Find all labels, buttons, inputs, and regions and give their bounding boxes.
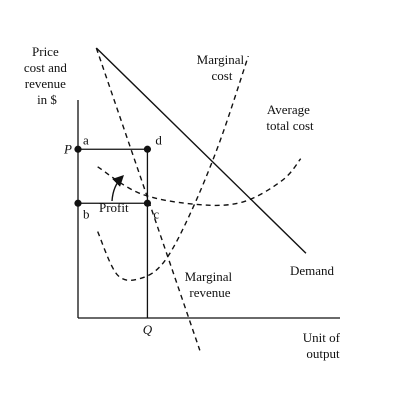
mr-label-line-1: Marginal xyxy=(185,269,233,284)
points xyxy=(74,145,152,207)
y-axis-label-line-4: in $ xyxy=(37,92,57,107)
point-label-c: c xyxy=(153,206,159,221)
point-label-a: a xyxy=(83,132,89,147)
mc-curve xyxy=(97,55,249,282)
atc-curve xyxy=(97,158,302,207)
point-label-b: b xyxy=(83,206,90,221)
guide-lines xyxy=(78,148,149,318)
mc-label: Marginal cost xyxy=(197,52,248,83)
y-axis-label-line-1: Price xyxy=(32,44,59,59)
axes xyxy=(77,100,340,319)
profit-label: Profit xyxy=(99,200,129,215)
demand-curve xyxy=(95,47,307,254)
y-axis-label: Price cost and revenue in $ xyxy=(24,44,70,107)
x-axis-label: Unit of output xyxy=(303,330,343,361)
y-axis-label-line-3: revenue xyxy=(25,76,66,91)
profit-arrow xyxy=(111,175,124,202)
atc-label: Average total cost xyxy=(266,102,314,133)
point-d xyxy=(143,145,152,153)
atc-label-line-1: Average xyxy=(267,102,310,117)
point-a xyxy=(74,145,82,153)
point-c xyxy=(143,199,152,207)
mc-label-line-1: Marginal xyxy=(197,52,245,67)
y-axis-label-line-2: cost and xyxy=(24,60,67,75)
atc-label-line-2: total cost xyxy=(266,118,314,133)
x-axis-label-line-2: output xyxy=(306,346,340,361)
x-axis-label-line-1: Unit of xyxy=(303,330,341,345)
mr-label: Marginal revenue xyxy=(185,269,236,300)
point-label-d: d xyxy=(155,132,162,147)
quantity-tick-label: Q xyxy=(143,322,153,337)
mc-label-line-2: cost xyxy=(212,68,233,83)
price-tick-label: P xyxy=(63,141,72,156)
point-b xyxy=(74,199,82,207)
mr-label-line-2: revenue xyxy=(189,285,230,300)
curves xyxy=(95,47,307,351)
demand-label-line-1: Demand xyxy=(290,263,335,278)
demand-label: Demand xyxy=(290,263,335,278)
